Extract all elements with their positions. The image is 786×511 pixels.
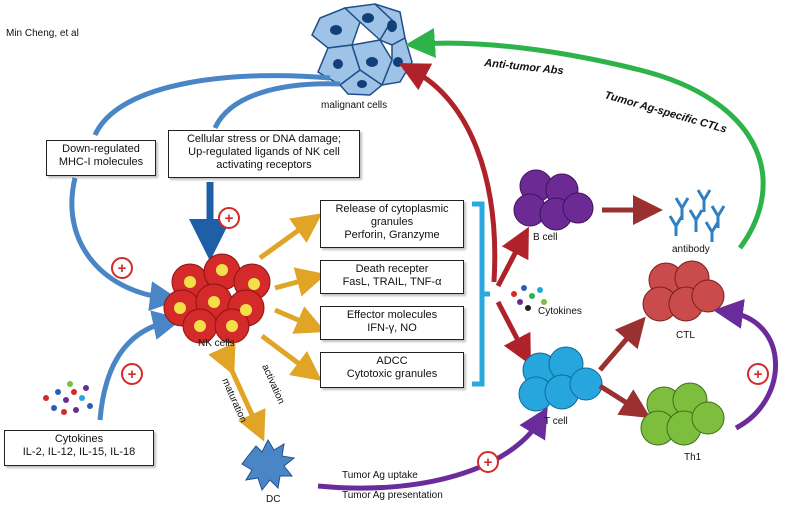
- plus-sign: +: [225, 210, 234, 227]
- purple-arrow-dc-to-tcell: [317, 407, 548, 491]
- death-box: Death recepter FasL, TRAIL, TNF-α: [320, 260, 464, 294]
- plus-circle-mhc: +: [111, 257, 133, 279]
- blue-arrow-malignant-to-stress: [212, 81, 341, 130]
- red-arrow-to-tcell: [495, 300, 531, 366]
- plus-sign: +: [128, 366, 137, 383]
- blue-arrow-malignant-to-mhc: [92, 73, 331, 137]
- plus-sign: +: [484, 454, 493, 471]
- granules-line-2: granules: [370, 216, 414, 228]
- malignant-cells-label: malignant cells: [321, 100, 388, 111]
- b-cell-label: B cell: [533, 232, 558, 243]
- antibody-label: antibody: [672, 244, 710, 255]
- arrow-tcell-to-th1: [598, 383, 651, 419]
- plus-circle-cytokines: +: [121, 363, 143, 385]
- gold-arrow-to-effector: [274, 306, 326, 334]
- granules-line-3: Perforin, Granzyme: [344, 229, 440, 241]
- stress-line-2: Up-regulated ligands of NK cell: [188, 146, 340, 158]
- cytokines-mid-label: Cytokines: [538, 306, 582, 317]
- effector-line-1: Effector molecules: [346, 309, 438, 321]
- adcc-line-2: Cytotoxic granules: [346, 368, 438, 380]
- activation-label: activation: [259, 363, 286, 406]
- plus-circle-th1-ctl: +: [747, 363, 769, 385]
- gold-arrow-nk-dc: [208, 342, 266, 442]
- plus-sign: +: [754, 366, 763, 383]
- antibody-icon: [668, 189, 726, 242]
- plus-circle-dc-tcell: +: [477, 451, 499, 473]
- cytokines-line-1: Cytokines: [54, 433, 104, 445]
- red-arrow-to-bcell: [495, 226, 529, 288]
- t-cell-label: T cell: [544, 416, 568, 427]
- dc-icon: [241, 438, 296, 492]
- granules-line-1: Release of cytoplasmic: [335, 203, 449, 215]
- mhc-line-2: MHC-I molecules: [58, 156, 144, 168]
- gold-arrow-to-death: [274, 267, 327, 297]
- nk-cells-icon: [163, 253, 271, 344]
- stress-box: Cellular stress or DNA damage; Up-regula…: [168, 130, 360, 178]
- author-label: Min Cheng, et al: [6, 28, 79, 39]
- plus-circle-nk-top: +: [218, 207, 240, 229]
- mhc-box: Down-regulated MHC-I molecules: [46, 140, 156, 176]
- anti-tumor-abs-label: Anti-tumor Abs: [483, 57, 564, 77]
- b-cell-icon: [513, 169, 594, 231]
- red-arrow-to-malignant: [398, 63, 498, 283]
- stress-line-3: activating receptors: [216, 159, 312, 171]
- effector-box: Effector molecules IFN-γ, NO: [320, 306, 464, 340]
- nk-cells-label: NK cells: [198, 338, 235, 349]
- green-arrow-anti-tumor: [405, 28, 766, 250]
- purple-arrow-th1-to-ctl: [713, 299, 779, 431]
- cytokines-dots-mid: [511, 285, 547, 311]
- blue-arrow-mhc-to-nk: [69, 177, 180, 312]
- tumor-ag-presentation-label: Tumor Ag presentation: [342, 490, 443, 501]
- stress-line-1: Cellular stress or DNA damage;: [186, 133, 342, 145]
- dc-label: DC: [266, 494, 281, 505]
- adcc-box: ADCC Cytotoxic granules: [320, 352, 464, 388]
- blue-arrow-cytokines-to-nk: [97, 310, 183, 421]
- cytokines-input-box: Cytokines IL-2, IL-12, IL-15, IL-18: [4, 430, 154, 466]
- death-line-2: FasL, TRAIL, TNF-α: [342, 276, 442, 288]
- tumor-ag-uptake-label: Tumor Ag uptake: [342, 470, 418, 481]
- th1-icon: [640, 382, 725, 446]
- adcc-line-1: ADCC: [376, 355, 408, 367]
- plus-sign: +: [118, 260, 127, 277]
- th1-label: Th1: [684, 452, 702, 463]
- cytokines-line-2: IL-2, IL-12, IL-15, IL-18: [22, 446, 136, 458]
- t-cell-icon: [518, 346, 603, 412]
- mhc-line-1: Down-regulated: [62, 143, 140, 155]
- arrow-tcell-to-ctl: [598, 316, 646, 372]
- effector-line-2: IFN-γ, NO: [367, 322, 417, 334]
- effector-bracket: [472, 201, 490, 387]
- gold-arrow-to-adcc: [260, 334, 322, 381]
- ctl-icon: [642, 260, 725, 322]
- cytokines-dots-left: [43, 381, 93, 415]
- ctl-label: CTL: [676, 330, 695, 341]
- gold-arrow-to-granules: [258, 213, 323, 261]
- death-line-1: Death recepter: [355, 263, 429, 275]
- granules-box: Release of cytoplasmic granules Perforin…: [320, 200, 464, 248]
